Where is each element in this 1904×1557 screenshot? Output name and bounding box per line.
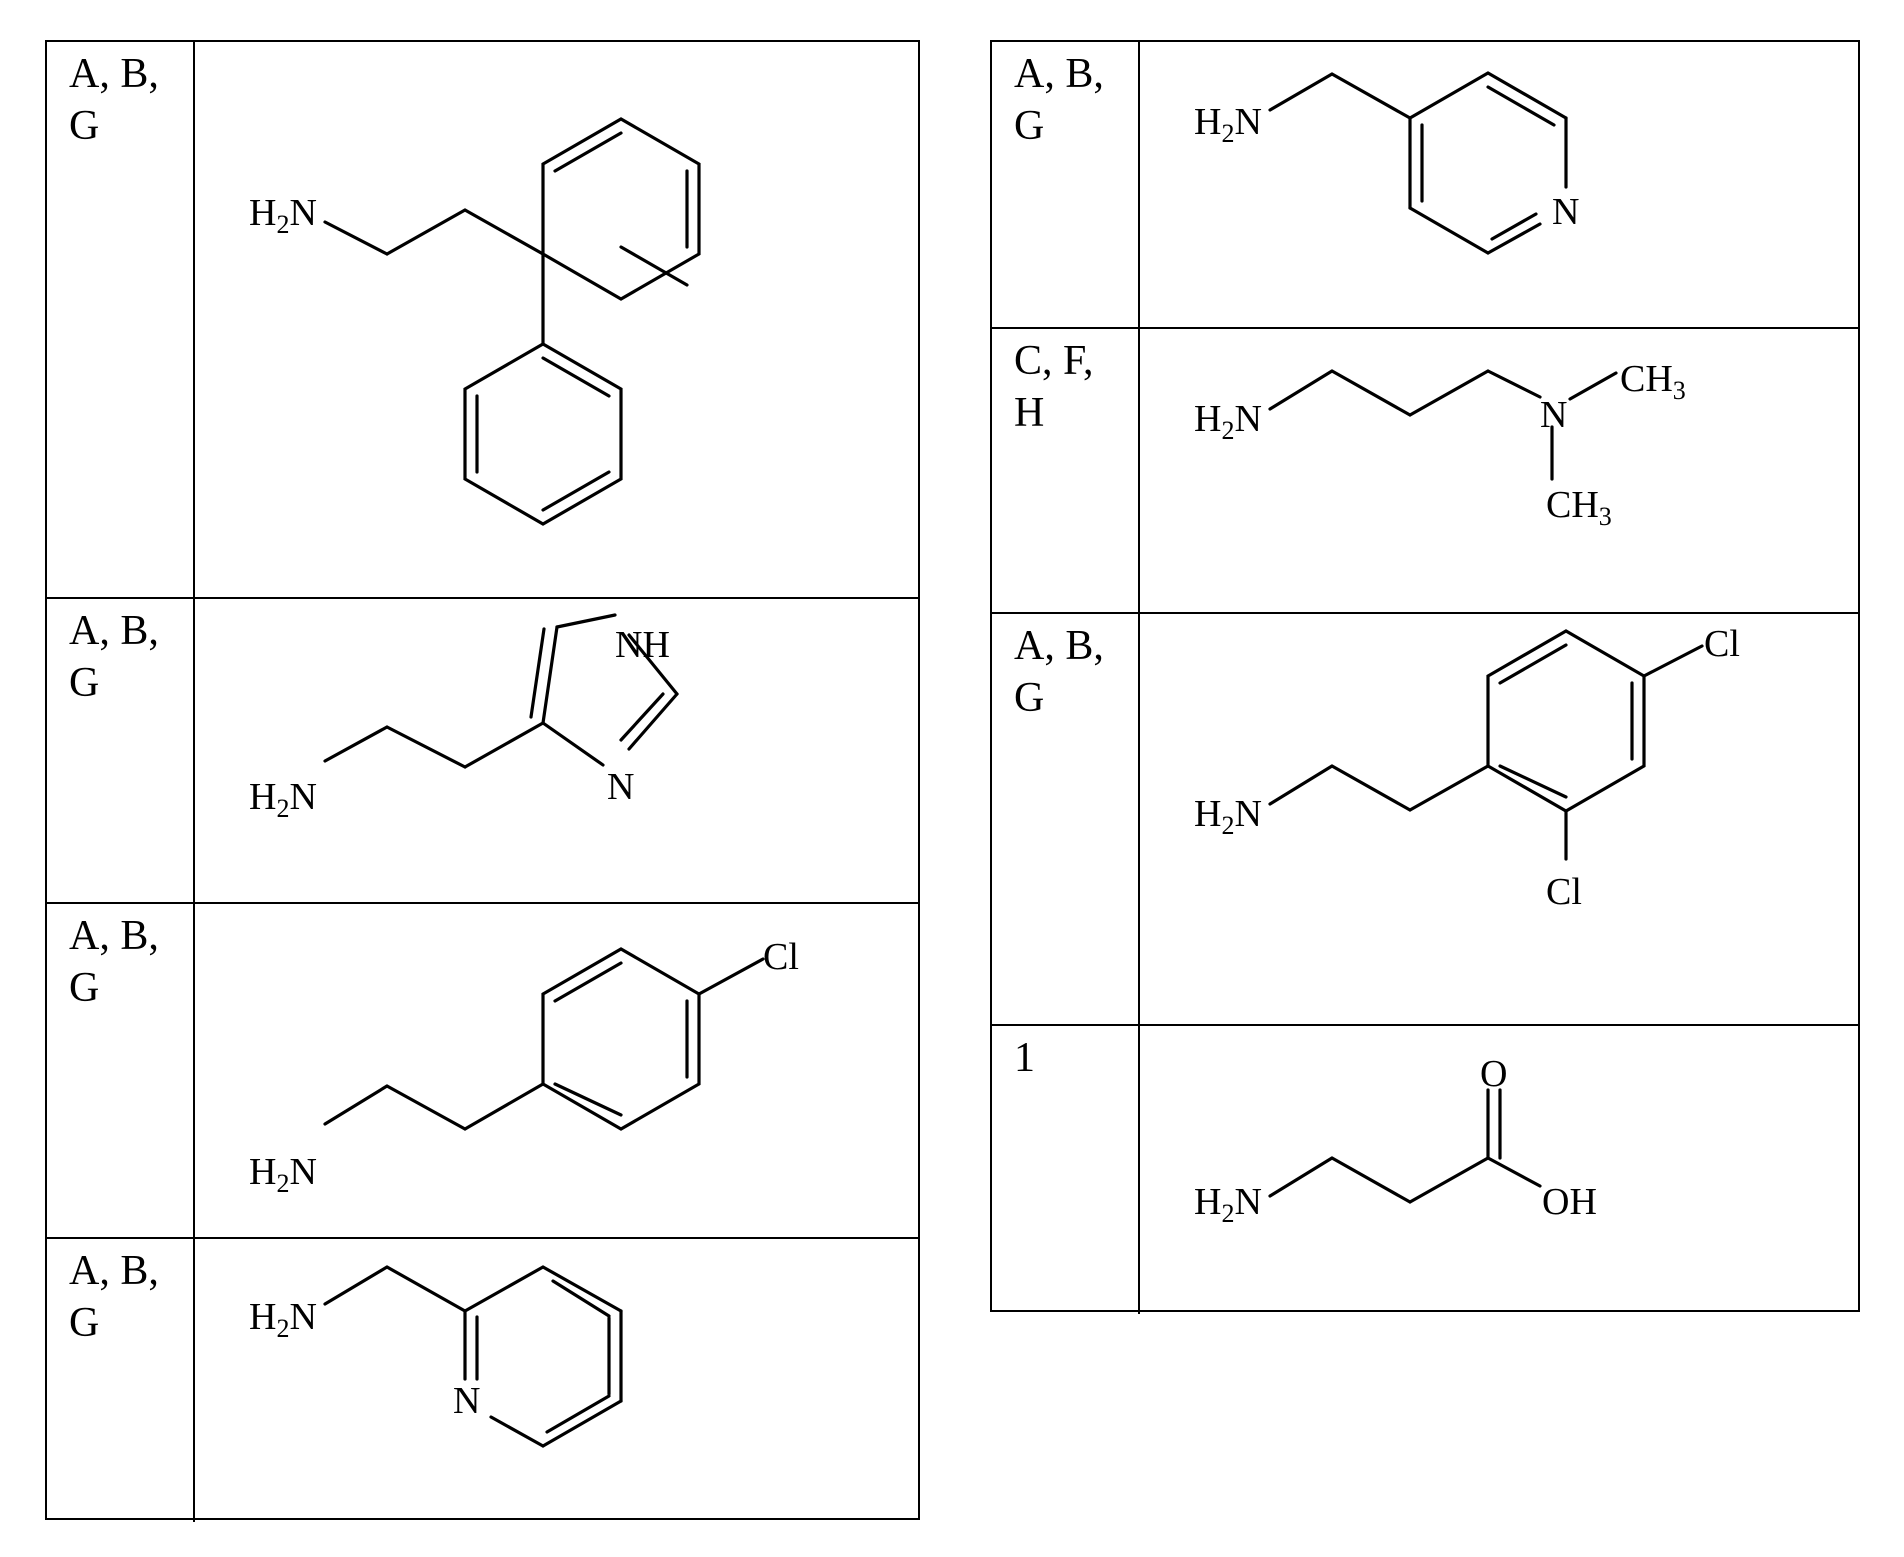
table-row: 1 H2N O OH bbox=[992, 1024, 1858, 1314]
o-label: O bbox=[1480, 1053, 1507, 1095]
label-line: G bbox=[1014, 100, 1138, 152]
structure-4-picolylamine: H2N N bbox=[1142, 42, 1858, 327]
row-label: A, B, G bbox=[992, 42, 1140, 327]
row-label: A, B, G bbox=[47, 904, 195, 1237]
ch3-label: CH3 bbox=[1620, 358, 1686, 405]
amine-label: H2N bbox=[249, 1296, 317, 1343]
molecule-svg: H2N Cl Cl bbox=[1142, 614, 1862, 1026]
amine-label: H2N bbox=[249, 776, 317, 823]
row-label: A, B, G bbox=[47, 1239, 195, 1522]
structure-chlorophenethylamine: H2N Cl bbox=[197, 904, 918, 1237]
molecule-svg: H2N N bbox=[197, 1239, 922, 1524]
molecule-svg: H2N Cl bbox=[197, 904, 922, 1239]
label-line: A, B, bbox=[69, 1245, 193, 1297]
n-label: N bbox=[1552, 191, 1579, 233]
molecule-svg: H2N NH N bbox=[197, 599, 922, 904]
table-row: A, B, G H2N bbox=[47, 1237, 918, 1522]
label-line: G bbox=[69, 657, 193, 709]
row-label: A, B, G bbox=[47, 599, 195, 902]
table-row: A, B, G H2N Cl bbox=[47, 902, 918, 1237]
table-row: A, B, G bbox=[47, 42, 918, 597]
structure-2-picolylamine: H2N N bbox=[197, 1239, 918, 1522]
amine-label: H2N bbox=[249, 1151, 317, 1198]
amine-label: H2N bbox=[1194, 793, 1262, 840]
amine-label: H2N bbox=[1194, 398, 1262, 445]
molecule-svg: H2N N CH3 CH3 bbox=[1142, 329, 1862, 614]
structure-diphenylpropylamine: H2N bbox=[197, 42, 918, 597]
oh-label: OH bbox=[1542, 1181, 1597, 1223]
label-line: A, B, bbox=[69, 910, 193, 962]
cl-label: Cl bbox=[763, 936, 799, 978]
structure-histamine: H2N NH N bbox=[197, 599, 918, 902]
label-line: G bbox=[69, 1297, 193, 1349]
left-table: A, B, G bbox=[45, 40, 920, 1520]
row-label: A, B, G bbox=[992, 614, 1140, 1024]
label-line: C, F, bbox=[1014, 335, 1138, 387]
n-label: N bbox=[607, 766, 634, 808]
label-line: A, B, bbox=[69, 48, 193, 100]
structure-beta-alanine: H2N O OH bbox=[1142, 1026, 1858, 1314]
amine-label: H2N bbox=[1194, 101, 1262, 148]
row-label: A, B, G bbox=[47, 42, 195, 597]
label-line: 1 bbox=[1014, 1032, 1138, 1084]
right-table: A, B, G H2N N bbox=[990, 40, 1860, 1312]
label-line: G bbox=[1014, 672, 1138, 724]
table-row: A, B, G H2N N bbox=[992, 42, 1858, 327]
table-row: A, B, G H2N NH N bbox=[47, 597, 918, 902]
molecule-svg: H2N bbox=[197, 42, 922, 597]
structure-dimethylaminopropylamine: H2N N CH3 CH3 bbox=[1142, 329, 1858, 612]
label-line: G bbox=[69, 100, 193, 152]
row-label: C, F, H bbox=[992, 329, 1140, 612]
cl-label: Cl bbox=[1704, 623, 1740, 665]
n-label: N bbox=[453, 1380, 480, 1422]
nh-label: NH bbox=[615, 624, 670, 666]
structure-dichlorophenethylamine: H2N Cl Cl bbox=[1142, 614, 1858, 1024]
molecule-svg: H2N N bbox=[1142, 42, 1862, 327]
label-line: H bbox=[1014, 387, 1138, 439]
cl-label: Cl bbox=[1546, 871, 1582, 913]
label-line: A, B, bbox=[69, 605, 193, 657]
table-row: A, B, G H2N Cl Cl bbox=[992, 612, 1858, 1024]
n-label: N bbox=[1540, 394, 1567, 436]
table-row: C, F, H H2N N CH3 CH3 bbox=[992, 327, 1858, 612]
molecule-svg: H2N O OH bbox=[1142, 1026, 1862, 1316]
amine-label: H2N bbox=[249, 192, 317, 239]
label-line: A, B, bbox=[1014, 48, 1138, 100]
label-line: A, B, bbox=[1014, 620, 1138, 672]
row-label: 1 bbox=[992, 1026, 1140, 1314]
label-line: G bbox=[69, 962, 193, 1014]
amine-label: H2N bbox=[1194, 1181, 1262, 1228]
ch3-label: CH3 bbox=[1546, 484, 1612, 531]
